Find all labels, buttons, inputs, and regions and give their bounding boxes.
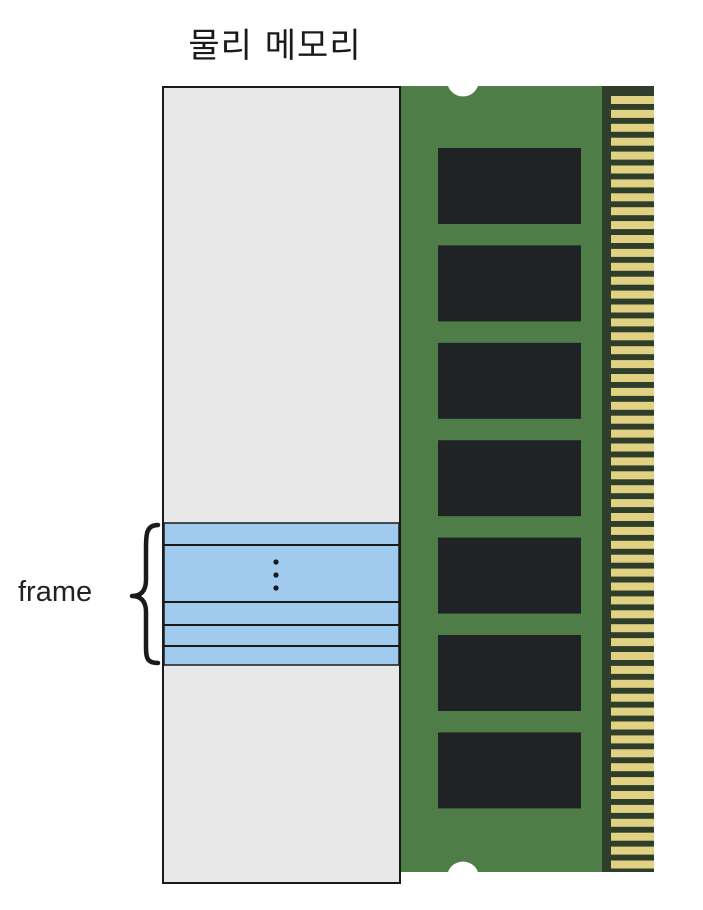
- ellipsis-dot: [273, 585, 279, 591]
- frame-region: [163, 522, 400, 666]
- ram-chip: [438, 245, 581, 322]
- ram-contact-pin: [611, 137, 654, 146]
- ram-contact-pin: [611, 165, 654, 174]
- ram-contact-pin: [611, 777, 654, 786]
- ram-contact-pin: [611, 346, 654, 355]
- ram-contact-pin: [611, 387, 654, 396]
- vertical-ellipsis: [273, 559, 279, 591]
- ram-contact-pin: [611, 443, 654, 452]
- ram-contact-pin: [611, 151, 654, 160]
- ram-contact-pin: [611, 429, 654, 438]
- ram-chip: [438, 537, 581, 614]
- ram-contact-pin: [611, 721, 654, 730]
- ram-contact-pin: [611, 804, 654, 813]
- ram-chip: [438, 148, 581, 224]
- diagram-title: 물리 메모리: [188, 26, 362, 66]
- ram-contact-pin: [611, 526, 654, 535]
- ram-contact-pin: [611, 262, 654, 271]
- ram-contact-pin: [611, 290, 654, 299]
- ram-contact-pin: [611, 610, 654, 619]
- ram-contact-pin: [611, 735, 654, 744]
- ram-contact-pin: [611, 860, 654, 869]
- ram-contact-pin: [611, 457, 654, 466]
- ram-contact-pin: [611, 96, 654, 104]
- ram-chips: [438, 148, 581, 809]
- ram-contact-pin: [611, 568, 654, 577]
- ram-contact-pin: [611, 540, 654, 549]
- ram-contact-pin: [611, 318, 654, 327]
- ram-contact-pin: [611, 832, 654, 841]
- ram-chip: [438, 635, 581, 711]
- frame-label: frame: [18, 576, 93, 608]
- physical-memory-block: [162, 86, 401, 884]
- ram-chip: [438, 342, 581, 419]
- ellipsis-dot: [273, 559, 279, 565]
- ram-contact-pin: [611, 401, 654, 410]
- left-curly-brace: [129, 522, 161, 666]
- ram-contact-pin: [611, 179, 654, 188]
- ram-contact-pin: [611, 679, 654, 688]
- ram-chip: [438, 440, 581, 517]
- ram-contact-pin: [611, 471, 654, 480]
- ram-contact-pin: [611, 248, 654, 257]
- ram-contact-pin: [611, 665, 654, 674]
- ram-contact-pin: [611, 693, 654, 702]
- ram-contact-pin: [611, 846, 654, 855]
- ram-contact-pin: [611, 221, 654, 230]
- ram-contact-pin: [611, 638, 654, 647]
- ram-contact-pin: [611, 652, 654, 660]
- ellipsis-dot: [273, 572, 279, 578]
- ram-contacts: [611, 96, 654, 869]
- ram-contact-pin: [611, 749, 654, 758]
- ram-contact-pin: [611, 513, 654, 521]
- ram-contact-pin: [611, 582, 654, 591]
- ram-contact-pin: [611, 763, 654, 772]
- ram-contact-pin: [611, 193, 654, 202]
- ram-contact-pin: [611, 499, 654, 508]
- ram-contact-pin: [611, 304, 654, 313]
- ram-contact-pin: [611, 485, 654, 494]
- ram-contact-pin: [611, 123, 654, 132]
- ram-contact-pin: [611, 707, 654, 716]
- ram-contact-pin: [611, 207, 654, 216]
- ram-contact-pin: [611, 791, 654, 799]
- ram-contact-pin: [611, 374, 654, 382]
- ram-contact-pin: [611, 276, 654, 285]
- ram-contact-pin: [611, 624, 654, 633]
- ram-contact-pin: [611, 235, 654, 243]
- ram-contact-pin: [611, 596, 654, 605]
- ram-contact-pin: [611, 360, 654, 369]
- ram-contact-pin: [611, 109, 654, 118]
- ram-contact-pin: [611, 332, 654, 341]
- ram-contact-pin: [611, 554, 654, 563]
- ram-contact-pin: [611, 415, 654, 424]
- ram-chip: [438, 732, 581, 809]
- ram-contact-pin: [611, 818, 654, 827]
- ram-module-icon: [400, 86, 654, 872]
